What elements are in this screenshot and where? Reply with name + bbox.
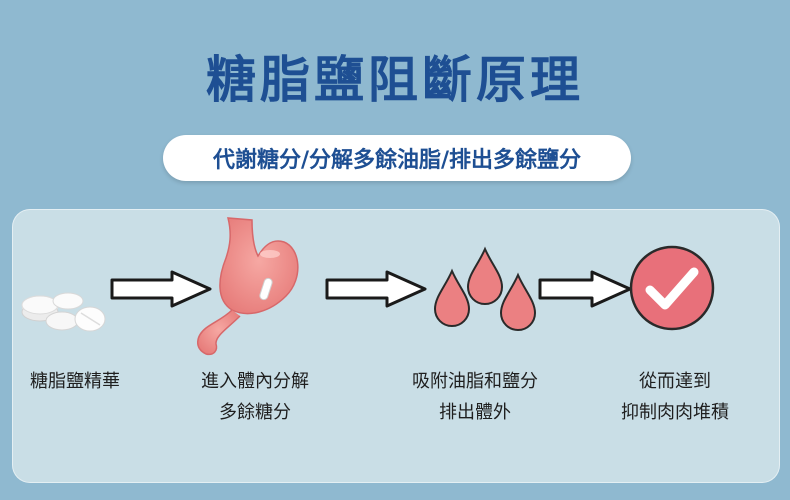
subtitle-text: 代謝糖分/分解多餘油脂/排出多餘鹽分 [212,148,582,173]
step-caption-line: 糖脂鹽精華 [30,371,120,392]
tablets-icon [21,292,106,332]
step-caption-line: 從而達到 [639,371,711,392]
step-caption-line: 吸附油脂和鹽分 [412,371,538,392]
subtitle-pill: 代謝糖分/分解多餘油脂/排出多餘鹽分 [163,135,631,181]
step-caption-line: 抑制肉肉堆積 [621,402,729,423]
checkmark-circle-icon [629,245,715,331]
page-title: 糖脂鹽阻斷原理 [206,51,584,109]
arrow-right-icon [538,270,632,308]
step-caption: 進入體內分解 多餘糖分 [180,366,330,428]
step-caption: 糖脂鹽精華 [10,366,140,397]
droplets-icon [433,246,537,331]
step-caption: 從而達到 抑制肉肉堆積 [600,366,750,428]
step-caption-line: 多餘糖分 [219,402,291,423]
step-caption-line: 排出體外 [439,402,511,423]
step-caption-line: 進入體內分解 [201,371,309,392]
arrow-right-icon [110,270,212,308]
step-caption: 吸附油脂和鹽分 排出體外 [395,366,555,428]
arrow-right-icon [325,270,427,308]
stomach-icon [197,217,299,356]
